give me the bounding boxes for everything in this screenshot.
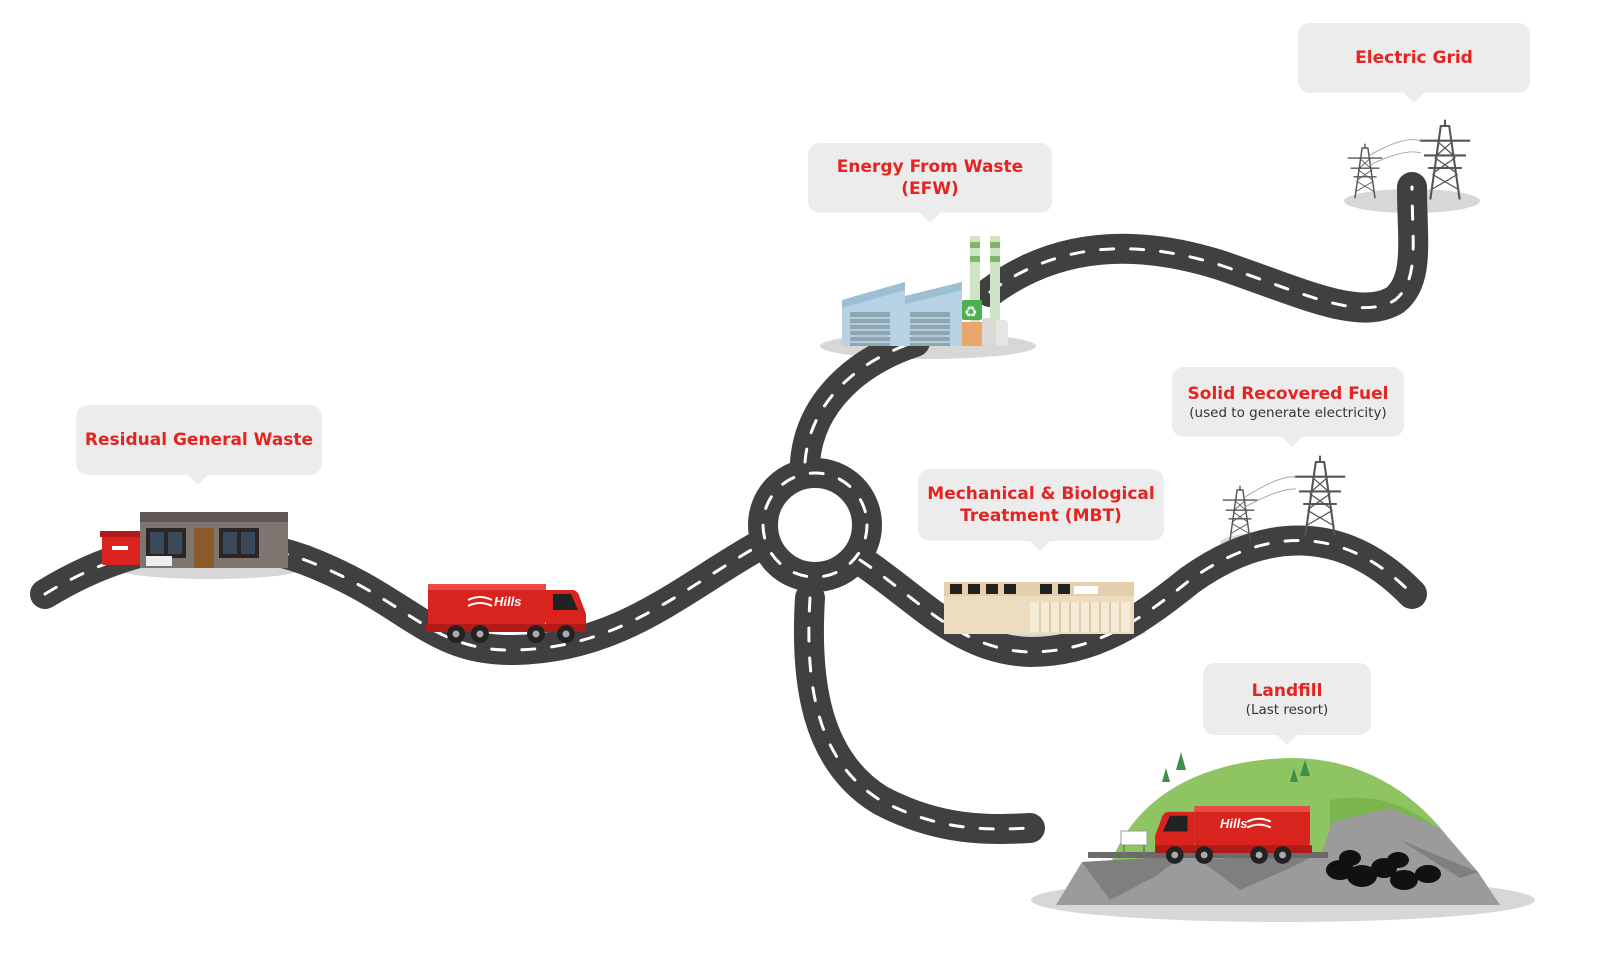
landfill-label: Landfill (Last resort)	[1203, 663, 1371, 745]
mbt-title-line1: Mechanical & Biological	[927, 484, 1155, 504]
efw-title: Energy From Waste (EFW)	[836, 157, 1024, 199]
rubbish-bag-icon	[1326, 850, 1441, 890]
efw-label: Energy From Waste (EFW)	[808, 143, 1052, 223]
mbt-label: Mechanical & Biological Treatment (MBT)	[918, 469, 1164, 551]
landfill-title: Landfill	[1251, 680, 1323, 701]
garbage-truck-icon: Hills	[425, 583, 587, 644]
recycle-icon: ♻	[964, 303, 977, 321]
mbt-building-icon	[944, 582, 1134, 634]
waste-bin-icon	[100, 531, 142, 565]
pylon-icon	[1346, 118, 1472, 201]
landfill-truck-brand-label: Hills	[1220, 816, 1247, 831]
factory-icon	[842, 236, 1008, 346]
road-to-mbt	[845, 525, 1427, 668]
mbt-title-line2: Treatment (MBT)	[960, 506, 1122, 526]
electric-grid-title: Electric Grid	[1355, 48, 1473, 68]
srf-title: Solid Recovered Fuel	[1187, 383, 1389, 404]
residual-waste-title: Residual General Waste	[84, 430, 314, 450]
srf-label: Solid Recovered Fuel (used to generate e…	[1172, 367, 1404, 447]
residual-waste-label: Residual General Waste	[76, 405, 322, 485]
house-icon	[140, 512, 288, 568]
truck-brand-label: Hills	[494, 594, 521, 609]
road-to-efw	[790, 327, 930, 477]
landfill-subtitle: (Last resort)	[1245, 701, 1329, 718]
pylon-icon	[1221, 454, 1347, 542]
electric-grid-label: Electric Grid	[1298, 23, 1530, 103]
srf-subtitle: (used to generate electricity)	[1189, 404, 1387, 421]
